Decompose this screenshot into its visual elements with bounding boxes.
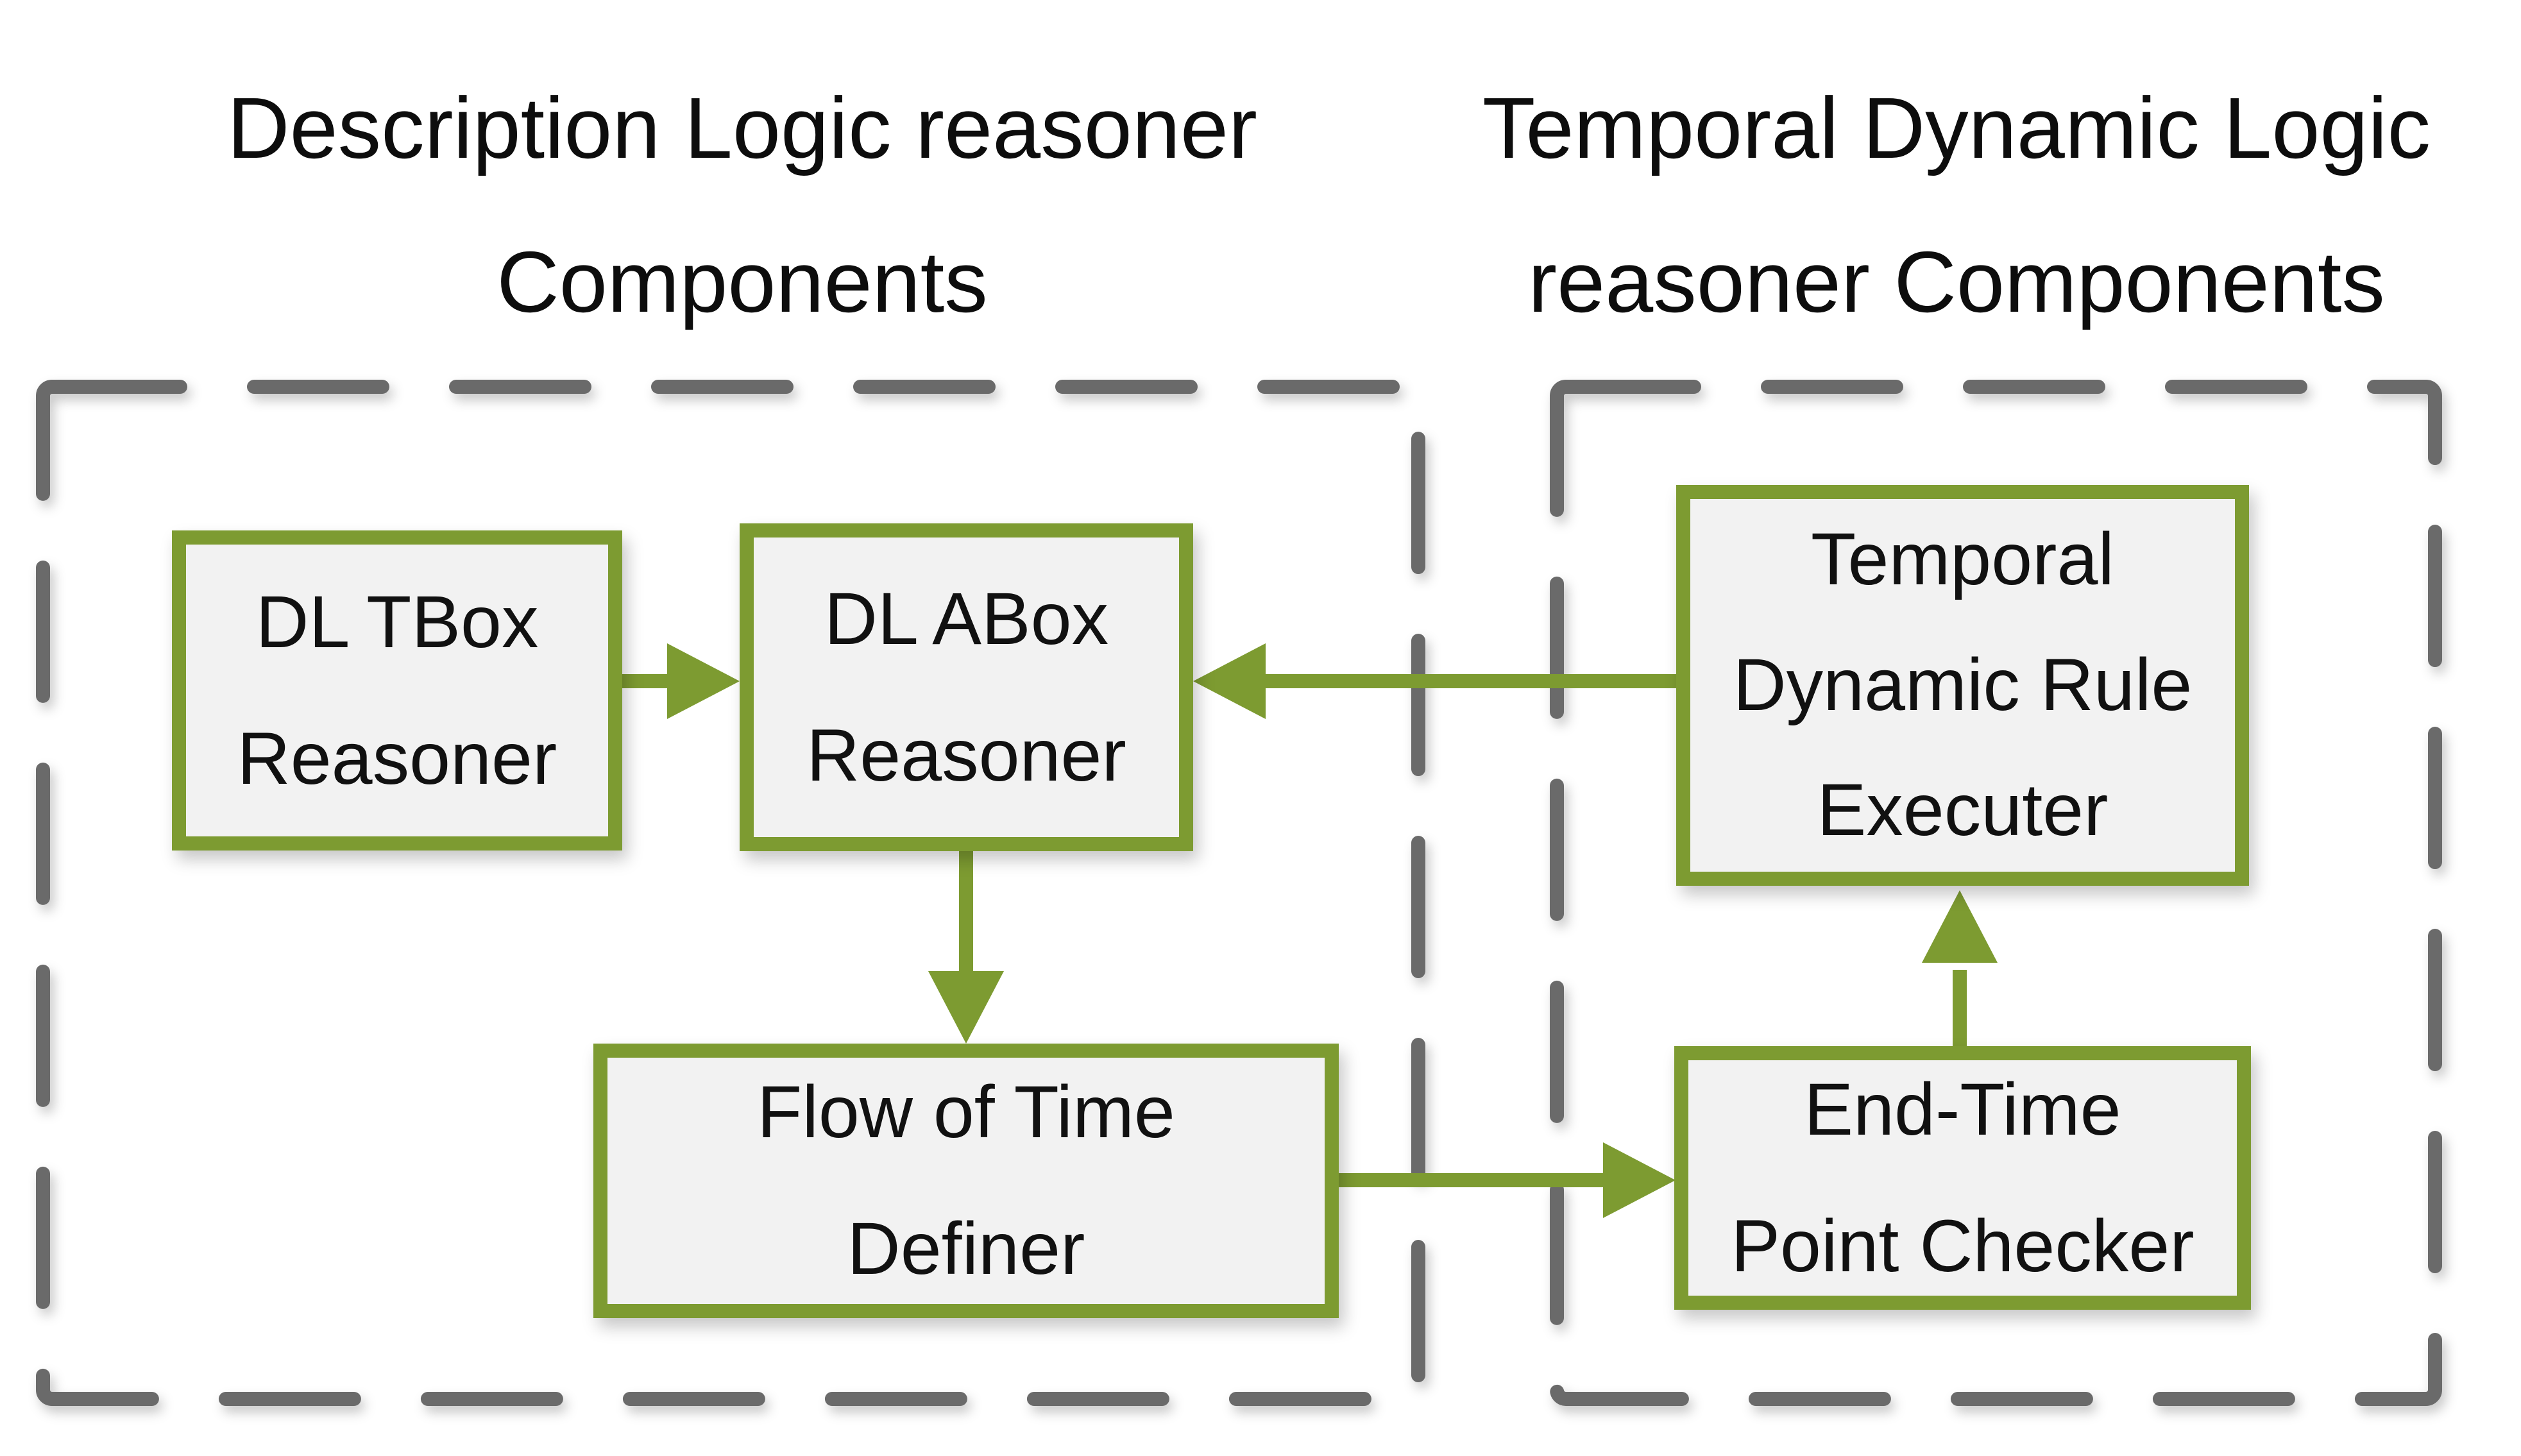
node-label-line: DL TBox [255,580,539,663]
dashed-container-right [1550,380,2442,1406]
arrowhead-right-icon [667,643,740,719]
left-group-title-line1: Description Logic reasoner [227,80,1257,176]
node-label-line: DL ABox [824,577,1109,660]
node-label-line: Definer [847,1208,1085,1290]
node-label-line: Executer [1817,769,2109,852]
left-group-title-line2: Components [497,233,988,330]
arrowhead-up-icon [1922,890,1998,963]
node-label-line: Reasoner [806,714,1126,797]
right-group-title-line2: reasoner Components [1528,233,2385,330]
node-label-line: Reasoner [237,717,557,800]
arrow-abox-to-flow [928,840,1004,1044]
arrow-endtime-to-executer [1922,890,1998,1052]
node-label-line: Dynamic Rule [1733,643,2193,726]
arrow-flow-to-endtime [1334,1142,1676,1218]
dashed-container-left [36,380,1425,1406]
node-dl-tbox-reasoner: DL TBox Reasoner [172,530,622,851]
arrowhead-down-icon [928,971,1004,1044]
right-group-title: Temporal Dynamic Logic reasoner Componen… [1443,51,2470,359]
arrowhead-left-icon [1193,643,1266,719]
arrowhead-right-icon [1603,1142,1676,1218]
right-group-title-line1: Temporal Dynamic Logic [1482,80,2431,176]
node-label-line: Temporal [1811,518,2114,601]
node-label-line: Flow of Time [757,1071,1175,1154]
node-end-time-point-checker: End-Time Point Checker [1674,1046,2251,1310]
node-dl-abox-reasoner: DL ABox Reasoner [740,523,1193,851]
node-flow-of-time-definer: Flow of Time Definer [593,1044,1339,1318]
arrow-executer-to-abox [1193,643,1679,719]
node-label-line: Point Checker [1731,1205,2194,1287]
arrow-tbox-to-abox [617,643,740,719]
node-label-line: End-Time [1804,1068,2121,1151]
left-group-title: Description Logic reasoner Components [101,51,1384,359]
node-temporal-dynamic-rule-executer: Temporal Dynamic Rule Executer [1676,485,2249,886]
